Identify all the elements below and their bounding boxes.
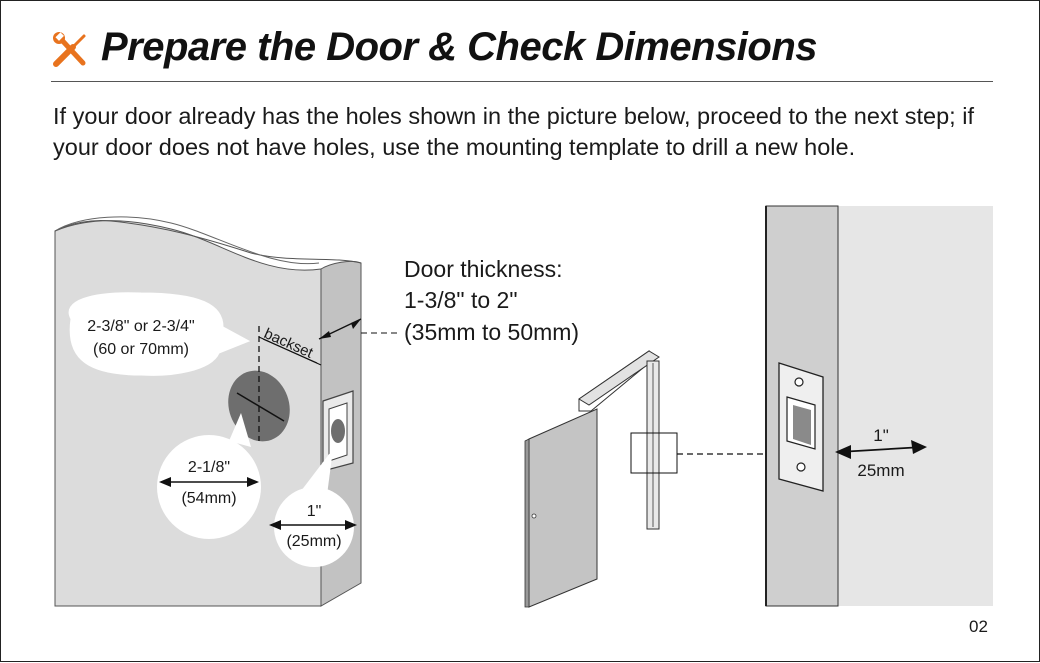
bore-label-1: 2-1/8" [188, 459, 230, 476]
hole-spacing-label-1: 2-3/8" or 2-3/4" [87, 318, 194, 335]
title-divider [51, 81, 993, 82]
hole-spacing-label-2: (60 or 70mm) [93, 341, 189, 358]
callout-bore-diameter: 2-1/8" (54mm) [157, 413, 261, 539]
strike-depth-label-1: 1" [873, 426, 889, 445]
door-thickness-note: Door thickness: 1-3/8" to 2" (35mm to 50… [404, 256, 579, 345]
door-thickness-imperial: 1-3/8" to 2" [404, 287, 518, 313]
page-number: 02 [969, 617, 988, 636]
strike-depth-label-2: 25mm [857, 461, 904, 480]
door-frame-illustration [524, 350, 775, 608]
door-thickness-metric: (35mm to 50mm) [404, 319, 579, 345]
bore-label-2: (54mm) [181, 490, 236, 507]
tools-icon [53, 32, 86, 67]
strike-plate-detail: 1" 25mm [765, 205, 993, 607]
page-title: Prepare the Door & Check Dimensions [101, 25, 818, 69]
title-row: Prepare the Door & Check Dimensions [51, 23, 993, 79]
edge-bore-label-1: 1" [307, 503, 322, 520]
callout-edge-bore: 1" (25mm) [269, 449, 357, 567]
callout-hole-spacing: 2-3/8" or 2-3/4" (60 or 70mm) [68, 292, 251, 376]
door-thickness-label: Door thickness: [404, 256, 563, 282]
door-illustration-left [54, 216, 401, 607]
intro-paragraph: If your door already has the holes shown… [53, 103, 974, 160]
edge-bore-label-2: (25mm) [286, 533, 341, 550]
